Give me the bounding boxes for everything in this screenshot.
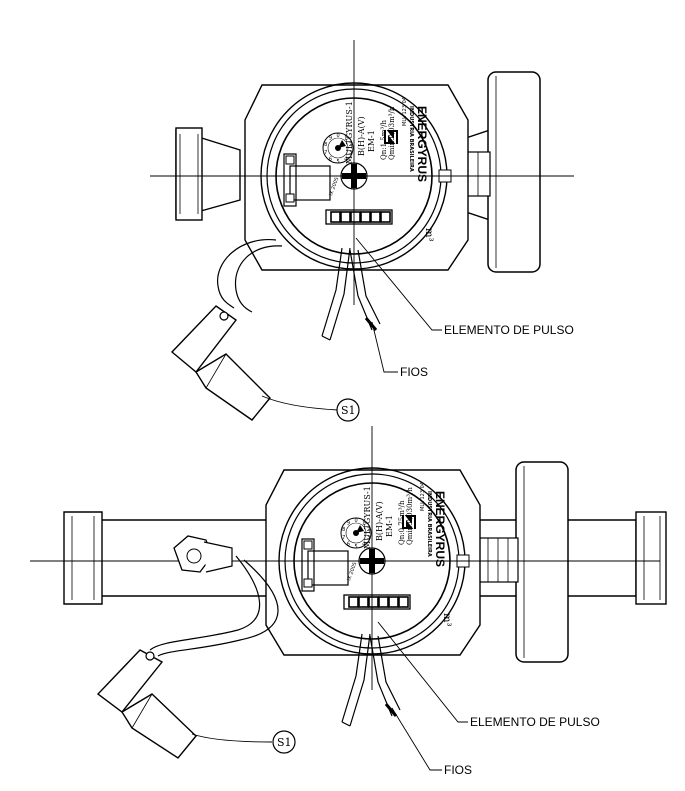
top-dial-number: 2 <box>349 142 352 148</box>
top-qn: Qn:1,5m³/h <box>380 119 388 160</box>
bottom-dial-number: 3 <box>367 535 370 541</box>
top-brand: ENERGYRUS <box>415 106 429 182</box>
top-brand-sub: INDUSTRIA BRASILEIRA <box>408 106 414 172</box>
top-unit: m³ <box>423 228 434 242</box>
top-callout-pulse: ELEMENTO DE PULSO <box>444 323 574 337</box>
top-seal-label: S1 <box>341 404 356 417</box>
top-dial-number: 0 <box>337 133 340 139</box>
bottom-inmetro: MLL 123 04 <box>420 482 426 511</box>
bottom-unit: m³ <box>441 613 452 627</box>
bottom-qmin: Qmin:0,030m³/h <box>406 487 414 545</box>
top-inmetro: MLL 123 04 <box>402 97 408 126</box>
bottom-qn: Qn:0,75m³/h <box>398 500 406 545</box>
bottom-dial-number: 8 <box>342 527 345 533</box>
top-dial-number: 3 <box>349 150 352 156</box>
bottom-em: EM-1 <box>385 515 394 537</box>
top-class: B(H)-A(V) <box>357 116 366 156</box>
bottom-callout-wires: FIOS <box>444 763 472 777</box>
bottom-class: B(H)-A(V) <box>375 501 384 541</box>
top-seal-circle <box>336 398 360 422</box>
bottom-meter <box>30 426 667 771</box>
top-dial-number: 7 <box>324 150 327 156</box>
bottom-brand-sub: INDUSTRIA BRASILEIRA <box>426 491 432 557</box>
top-dial-number: 4 <box>344 157 347 163</box>
bottom-dial-number: 2 <box>367 527 370 533</box>
bottom-seal-label: S1 <box>277 736 292 749</box>
bottom-brand: ENERGYRUS <box>433 491 447 567</box>
bottom-dial-number: 1 <box>362 521 365 527</box>
bottom-dial-number: 0 <box>355 518 358 524</box>
top-em: EM-1 <box>367 130 376 152</box>
top-callout-wires: FIOS <box>400 365 428 379</box>
top-dial-number: 9 <box>329 136 332 142</box>
top-dial-number: 5 <box>337 159 340 165</box>
bottom-dial-number: 4 <box>362 542 365 548</box>
top-dial-number: 6 <box>329 157 332 163</box>
bottom-model: MULTGYRUS-1 <box>363 486 372 549</box>
top-qmin: Qmin:0,03m³/h <box>388 106 396 160</box>
bottom-dial-number: 7 <box>342 535 345 541</box>
bottom-callout-pulse: ELEMENTO DE PULSO <box>470 715 600 729</box>
bottom-dial-number: 6 <box>347 542 350 548</box>
bottom-seal-circle <box>272 730 296 754</box>
top-meter <box>150 40 574 422</box>
top-dial-number: 8 <box>324 142 327 148</box>
top-model: MULTGYRUS-1 <box>345 101 354 164</box>
top-dial-number: 1 <box>344 136 347 142</box>
bottom-dial-number: 9 <box>347 521 350 527</box>
bottom-dial-number: 5 <box>355 544 358 550</box>
